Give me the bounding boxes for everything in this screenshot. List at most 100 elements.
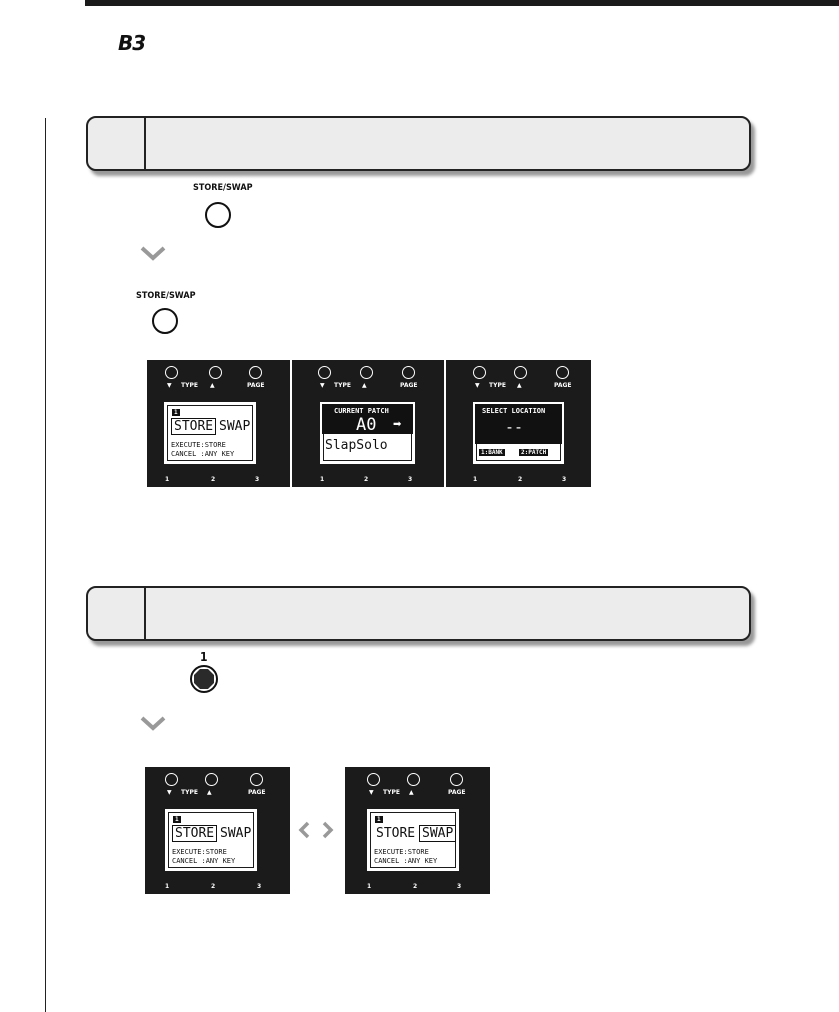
lcd-screen: 1 STORE SWAP EXECUTE:STORE CANCEL :ANY K… (164, 402, 256, 464)
down-button[interactable] (318, 366, 331, 379)
display-panel-swap-selected: ▼ TYPE ▲ PAGE 1 STORE SWAP EXECUTE:STORE… (345, 767, 490, 894)
lcd-screen: CURRENT PATCH A0 ➡ SlapSolo (320, 402, 415, 464)
down-arrow-icon: ▼ (475, 382, 480, 389)
screen-header (475, 404, 562, 444)
down-button[interactable] (165, 773, 178, 786)
store-swap-label-2: STORE/SWAP (136, 291, 196, 301)
store-option: STORE (376, 826, 416, 841)
footswitch-3-label: 3 (255, 476, 260, 483)
step-2-box (86, 586, 751, 641)
chevron-down-icon (140, 716, 166, 731)
store-swap-label: STORE/SWAP (193, 183, 253, 193)
up-button[interactable] (205, 773, 218, 786)
footswitch-3-label: 3 (257, 883, 262, 890)
page-button[interactable] (249, 366, 262, 379)
page-label: PAGE (448, 789, 466, 796)
screen-tag: 1 (173, 816, 181, 823)
footswitch-1-label: 1 (367, 883, 372, 890)
down-arrow-icon: ▼ (167, 382, 172, 389)
up-arrow-icon: ▲ (207, 789, 212, 796)
screen-tag: 1 (375, 816, 383, 823)
type-label: TYPE (181, 789, 198, 796)
page-button[interactable] (250, 773, 263, 786)
footswitch-1-label: 1 (165, 883, 170, 890)
display-panel-store-selected: ▼ TYPE ▲ PAGE 1 STORE SWAP EXECUTE:STORE… (145, 767, 290, 894)
toggle-arrows-icon (298, 821, 334, 839)
store-option: STORE (172, 825, 218, 842)
step-box-divider (144, 588, 146, 639)
lcd-screen: 1 STORE SWAP EXECUTE:STORE CANCEL :ANY K… (165, 809, 257, 871)
panel-separator (444, 360, 446, 487)
footswitch-1-label: 1 (473, 476, 478, 483)
patch-tag: 2:PATCH (519, 449, 549, 456)
top-rule (85, 0, 839, 6)
down-arrow-icon: ▼ (320, 382, 325, 389)
screen-line-2: CANCEL :ANY KEY (171, 450, 235, 458)
swap-option: SWAP (219, 419, 251, 434)
footswitch-1-number: 1 (200, 650, 208, 664)
type-label: TYPE (489, 382, 506, 389)
swap-option: SWAP (419, 825, 457, 842)
screen-line-2: CANCEL :ANY KEY (172, 857, 236, 865)
footswitch-1-label: 1 (165, 476, 170, 483)
panel-separator (290, 360, 292, 487)
product-logo: B3 (118, 31, 146, 55)
step-box-divider (144, 118, 146, 169)
arrow-right-icon: ➡ (393, 419, 402, 430)
down-arrow-icon: ▼ (369, 789, 374, 796)
page-button[interactable] (450, 773, 463, 786)
up-arrow-icon: ▲ (362, 382, 367, 389)
footswitch-2-label: 2 (413, 883, 418, 890)
type-label: TYPE (181, 382, 198, 389)
screen-line-1: EXECUTE:STORE (172, 848, 227, 856)
footswitch-2-label: 2 (364, 476, 369, 483)
footswitch-2-label: 2 (211, 883, 216, 890)
swap-option: SWAP (220, 826, 252, 841)
page-label: PAGE (400, 382, 418, 389)
bank-tag: 1:BANK (479, 449, 505, 456)
page-button[interactable] (402, 366, 415, 379)
footswitch-3-label: 3 (562, 476, 567, 483)
display-panel-select-location: ▼ TYPE ▲ PAGE SELECT LOCATION -- 1:BANK … (446, 360, 591, 487)
lcd-screen: SELECT LOCATION -- 1:BANK 2:PATCH (473, 402, 564, 464)
margin-rule (45, 118, 46, 1012)
screen-line-2: CANCEL :ANY KEY (374, 857, 438, 865)
display-panel-store: ▼ TYPE ▲ PAGE 1 STORE SWAP EXECUTE:STORE… (147, 360, 290, 487)
type-label: TYPE (334, 382, 351, 389)
footswitch-1-button[interactable] (189, 664, 219, 694)
down-button[interactable] (165, 366, 178, 379)
screen-tag: 1 (172, 409, 180, 416)
screen-header (322, 404, 413, 434)
up-arrow-icon: ▲ (409, 789, 414, 796)
page-label: PAGE (554, 382, 572, 389)
type-label: TYPE (383, 789, 400, 796)
up-button[interactable] (360, 366, 373, 379)
footswitch-1-label: 1 (320, 476, 325, 483)
up-button[interactable] (407, 773, 420, 786)
up-button[interactable] (209, 366, 222, 379)
patch-name: SlapSolo (325, 438, 388, 453)
patch-number: A0 (356, 415, 377, 435)
lcd-screen: 1 STORE SWAP EXECUTE:STORE CANCEL :ANY K… (367, 809, 459, 871)
screen-line-1: EXECUTE:STORE (374, 848, 429, 856)
down-button[interactable] (473, 366, 486, 379)
screen-heading: SELECT LOCATION (482, 407, 546, 415)
page-button[interactable] (556, 366, 569, 379)
step-1-box (86, 116, 751, 171)
page-label: PAGE (247, 382, 265, 389)
store-swap-button-2[interactable] (152, 308, 178, 334)
store-option: STORE (171, 418, 217, 435)
chevron-down-icon (140, 246, 166, 261)
page-label: PAGE (248, 789, 266, 796)
footswitch-3-label: 3 (457, 883, 462, 890)
store-swap-button[interactable] (205, 202, 231, 228)
up-arrow-icon: ▲ (517, 382, 522, 389)
display-panel-current-patch: ▼ TYPE ▲ PAGE CURRENT PATCH A0 ➡ SlapSol… (292, 360, 444, 487)
up-button[interactable] (514, 366, 527, 379)
footswitch-3-label: 3 (408, 476, 413, 483)
down-button[interactable] (367, 773, 380, 786)
screen-heading: CURRENT PATCH (334, 407, 389, 415)
display-panel-strip: ▼ TYPE ▲ PAGE 1 STORE SWAP EXECUTE:STORE… (147, 360, 591, 487)
location-value: -- (505, 418, 524, 436)
down-arrow-icon: ▼ (167, 789, 172, 796)
